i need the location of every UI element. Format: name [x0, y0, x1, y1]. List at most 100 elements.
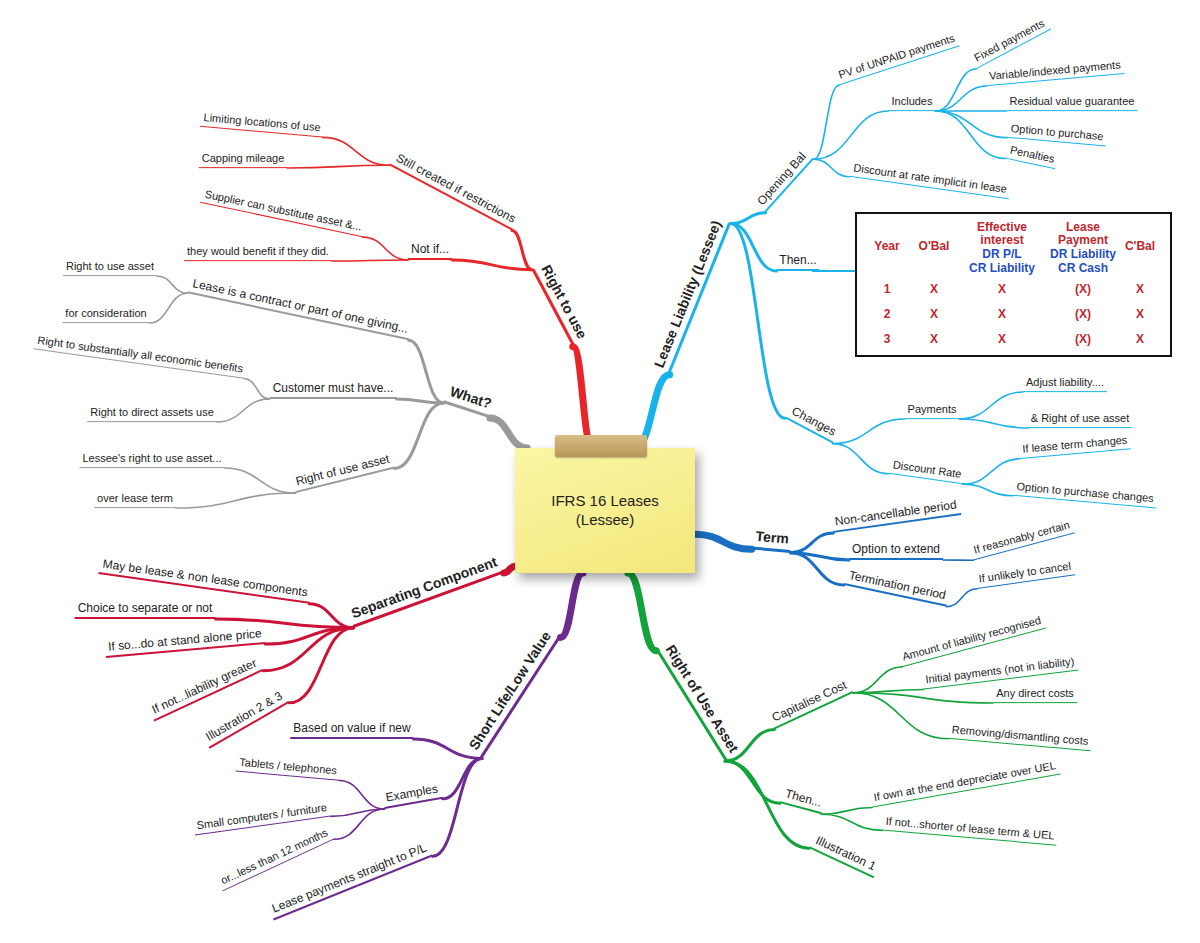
node-text: Right to substantially all economic bene…	[37, 334, 244, 375]
node-text: IFRS 16 Leases (Lessee)	[543, 492, 667, 530]
node-text: Right of use asset	[294, 452, 391, 489]
branch-line	[157, 276, 188, 293]
branch-label: or...less than 12 months	[216, 825, 334, 891]
branch-line	[814, 111, 889, 159]
tape	[555, 435, 647, 457]
branch-label: Right to use asset	[63, 260, 157, 276]
central-note: IFRS 16 Leases (Lessee)	[515, 448, 695, 573]
branch-line	[853, 693, 948, 739]
branch-label: Capping mileage	[199, 152, 288, 168]
table-cell: 1	[884, 283, 891, 296]
branch-line	[397, 399, 444, 403]
branch-line	[323, 137, 390, 165]
node-text: Limiting locations of use	[203, 111, 321, 133]
branch-label: Any direct costs	[993, 687, 1077, 703]
branch-label: Lease is a contract or part of one givin…	[188, 276, 413, 341]
node-text: Illustration 1	[814, 833, 879, 873]
node-text: Any direct costs	[996, 687, 1074, 699]
node-text: May be lease & non lease components	[102, 557, 309, 600]
branch-label: Option to extend	[849, 542, 943, 560]
branch-line	[695, 534, 752, 549]
branch-line	[339, 781, 384, 809]
branch-line	[628, 573, 656, 651]
main-branch-label: What?	[443, 382, 496, 418]
branch-line	[334, 809, 384, 839]
table-cell: O'Bal	[919, 240, 950, 253]
branch-label: Amount of liability recognised	[898, 613, 1046, 667]
node-text: Tablets / telephones	[239, 756, 338, 776]
lease-table: YearO'BalEffective interestDR P/LCR Liab…	[855, 212, 1172, 357]
branch-line	[821, 807, 872, 814]
branch-label: Still created if restrictions	[389, 149, 521, 230]
node-text: Changes	[789, 404, 838, 439]
branch-line	[790, 553, 843, 585]
node-text: or...less than 12 months	[219, 826, 330, 886]
node-text: Based on value if new	[293, 721, 410, 735]
node-text: Non-cancellable period	[834, 498, 958, 529]
branch-label: Small computers / furniture	[193, 801, 331, 836]
node-text: Right of Use Asset	[663, 642, 742, 756]
branch-line	[363, 237, 408, 260]
table-cell: (X)	[1075, 283, 1091, 296]
branch-label: Right to direct assets use	[87, 406, 217, 422]
table-cell: DR Liability	[1050, 248, 1116, 261]
branch-label: Option to purchase	[1007, 122, 1107, 146]
branch-label: Discount at rate implicit in lease	[849, 161, 1010, 199]
node-text: Then...	[779, 253, 816, 267]
branch-label: Removing/dismantling costs	[948, 723, 1092, 751]
branch-line	[936, 86, 987, 111]
branch-line	[573, 347, 593, 448]
branch-line	[943, 559, 973, 561]
branch-line	[332, 260, 408, 261]
node-text: Residual value guarantee	[1010, 95, 1135, 107]
branch-label: Based on value if new	[290, 721, 413, 739]
node-text: Adjust liability....	[1026, 376, 1104, 388]
branch-label: If lease term changes	[1019, 433, 1131, 458]
table-cell: X	[1136, 333, 1144, 346]
node-text: Choice to separate or not	[78, 601, 213, 615]
node-text: Term	[755, 528, 789, 547]
branch-line	[814, 85, 839, 159]
branch-label: Termination period	[844, 567, 950, 606]
branch-line	[150, 293, 188, 323]
branch-label: Then...	[776, 253, 819, 271]
table-cell: 2	[884, 308, 891, 321]
branch-line	[216, 619, 354, 628]
node-text: Not if...	[411, 242, 449, 256]
node-text: What?	[448, 383, 494, 411]
branch-line	[814, 159, 849, 176]
node-text: Then...	[784, 786, 824, 809]
node-text: Lease Liability (Lessee)	[651, 218, 725, 370]
node-text: If unlikely to cancel	[978, 560, 1072, 585]
branch-label: If own at the end depreciate over UEL	[870, 759, 1061, 808]
node-text: Lessee's right to use asset...	[82, 452, 221, 464]
branch-line	[289, 628, 353, 703]
node-text: Discount at rate implicit in lease	[853, 161, 1008, 194]
branch-line	[960, 419, 1029, 428]
node-text: If not...liability greater	[150, 656, 259, 717]
node-text: Fixed payments	[972, 17, 1046, 64]
branch-label: Then...	[780, 786, 827, 815]
branch-label: PV of UNPAID payments	[834, 31, 960, 85]
table-cell: Effective interest	[966, 221, 1038, 247]
branch-line	[512, 231, 532, 270]
branch-label: Illustration 2 & 3	[201, 687, 290, 749]
branch-line	[504, 566, 515, 573]
main-branch-label: Right of Use Asset	[656, 639, 743, 761]
table-cell: X	[930, 308, 938, 321]
node-text: Short Life/Low Value	[465, 628, 553, 752]
branch-label: Changes	[785, 402, 841, 443]
branch-line	[490, 418, 527, 448]
branch-label: Opening Bal	[752, 147, 814, 213]
table-cell: Year	[874, 240, 899, 253]
main-branch-label: Right to use	[532, 260, 592, 347]
branch-line	[833, 444, 889, 474]
branch-label: Customer must have...	[270, 381, 397, 399]
node-text: Lease is a contract or part of one givin…	[191, 276, 409, 335]
node-text: Right to use asset	[66, 260, 154, 272]
branch-line	[821, 814, 882, 830]
branch-line	[963, 484, 1013, 496]
node-text: Discount Rate	[892, 458, 962, 479]
branch-label: Supplier can substitute asset &...	[200, 187, 366, 237]
node-text: If lease term changes	[1022, 434, 1128, 455]
